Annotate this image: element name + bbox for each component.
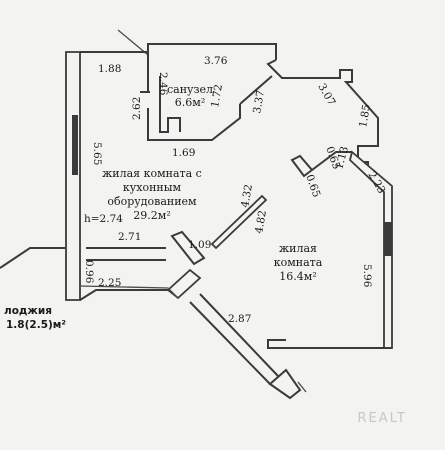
pointer-line [117,29,149,56]
loggia-area: 1.8(2.5)м² [6,319,66,331]
dim-1-13: 1.13 [333,145,351,171]
partition-wall [210,194,268,250]
dim-3-76: 3.76 [204,55,228,67]
living-label-1: жилая комната с [102,167,202,180]
left-wall [65,51,81,301]
dim-5-96: 5.96 [361,264,373,288]
ceiling-height: h=2.74 [84,213,123,225]
left-window [72,115,78,175]
loggia-left-edge [0,247,66,269]
bathroom-angled-wall [239,75,273,105]
living-label-2: кухонным [123,181,182,194]
vestibule-link [311,151,352,171]
living-label-3: оборудованием [107,195,197,208]
bedroom-bottom-wall [267,339,392,349]
dim-4-82: 4.82 [253,209,269,234]
dim-4-32: 4.32 [239,183,255,208]
living-area: 29.2м² [133,209,170,222]
balcony-door-frame [268,368,302,400]
bedroom-area: 16.4м² [279,270,316,283]
top-wall [80,43,277,60]
dim-0-96: 0.96 [83,260,95,284]
dim-3-07: 3.07 [315,82,337,108]
bedroom-sw-wall [189,293,279,385]
dim-1-69: 1.69 [172,147,195,159]
sw-wall-segment [166,268,202,300]
dim-2-25: 2.25 [98,277,121,289]
dim-1-85: 1.85 [357,103,373,128]
dim-2-87: 2.87 [228,313,251,325]
bedroom-label-1: жилая [279,242,317,255]
loggia-line [79,285,179,299]
watermark-logo: REALT [357,411,407,426]
vestibule-wall [290,154,314,178]
dim-5-65: 5.65 [91,142,103,165]
bathroom-label: санузел [167,83,213,96]
dim-1-88: 1.88 [98,63,121,75]
loggia-label: лоджия [4,305,52,317]
door-swing [297,381,307,393]
dim-1-72: 1.72 [209,83,225,108]
loggia-rail [79,289,168,301]
dim-3-37: 3.37 [251,89,267,114]
dim-0-65-lower: 0.65 [303,173,322,199]
dim-2-46: 2.46 [157,72,169,96]
counter-lines [86,247,166,261]
bathroom-inner-walls [159,76,181,133]
dim-1-09: 1.09 [188,239,211,251]
bathroom-walls [140,52,241,141]
dim-2-71: 2.71 [118,231,141,243]
bedroom-label-2: комната [274,256,323,269]
dim-2-62: 2.62 [131,97,143,120]
bedroom-window [384,222,392,256]
bathroom-area: 6.6м² [175,96,205,109]
partition-stub [170,230,206,266]
